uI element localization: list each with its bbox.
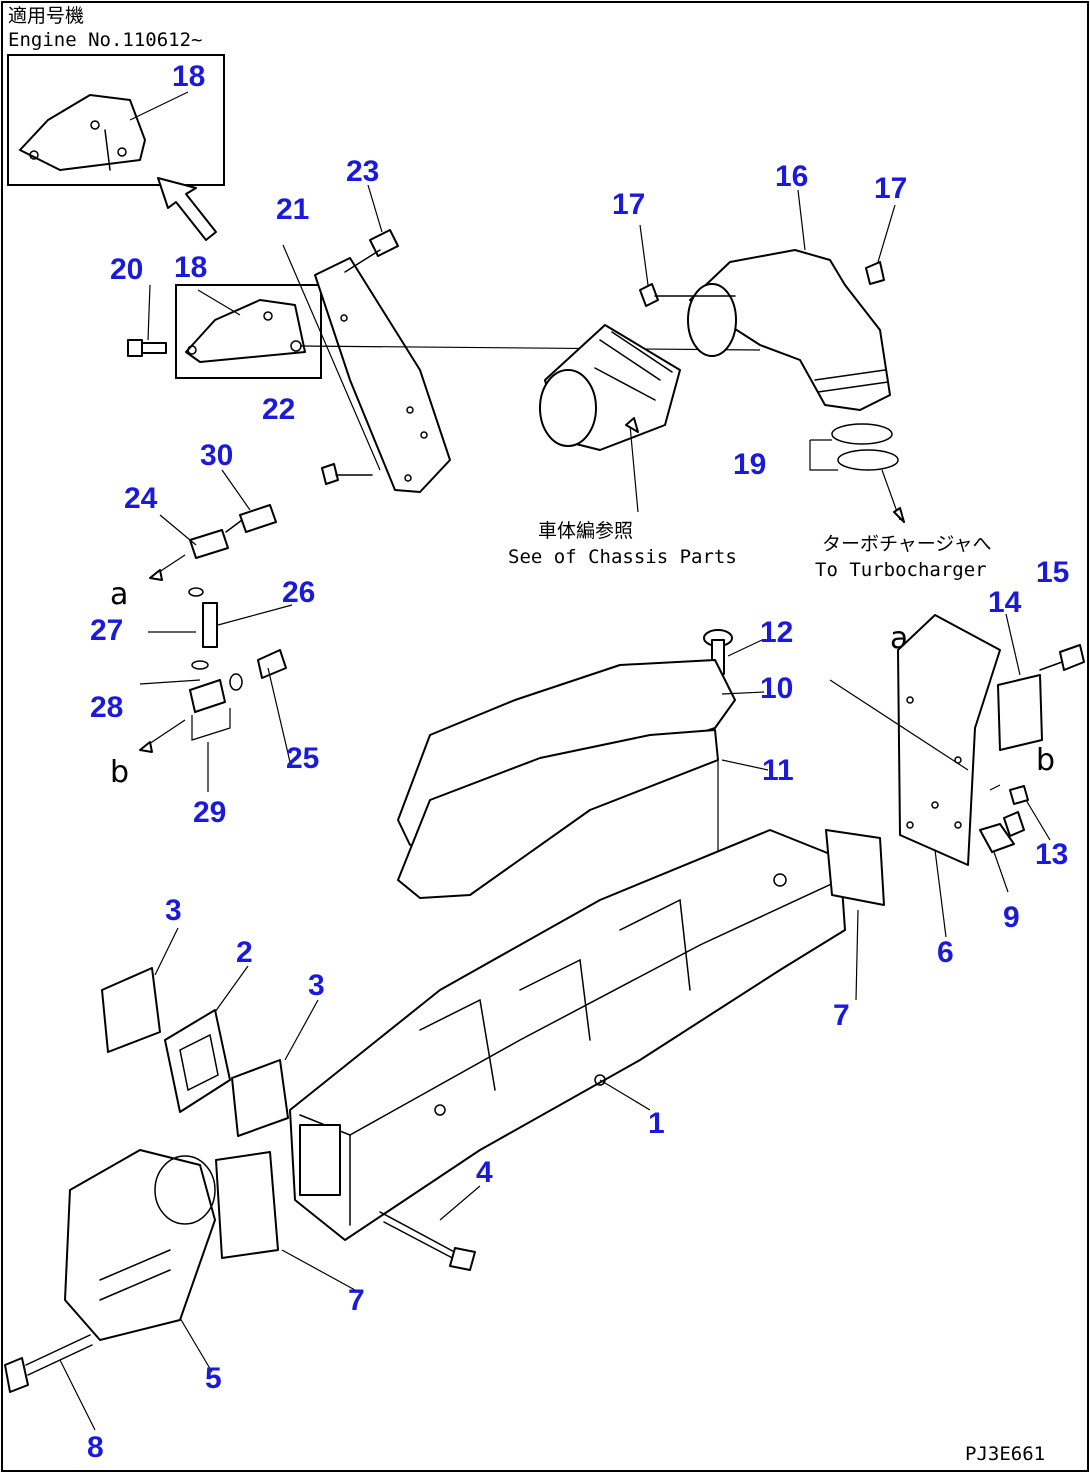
chassis-note-jp: 車体編参照: [538, 520, 633, 542]
part-17-clip-a: [639, 283, 659, 307]
applicable-serial-label-en: Engine No.110612~: [8, 29, 202, 51]
part-2-plate: [164, 1009, 231, 1113]
ref-letter-b-left: b: [110, 755, 129, 790]
part-20-bolt: [127, 339, 167, 357]
callout-7-left: 7: [348, 1284, 365, 1317]
part-14-block: [997, 674, 1043, 751]
callout-15: 15: [1036, 556, 1069, 589]
part-1-intake-manifold: [289, 829, 846, 1241]
part-11-gasket: [397, 729, 719, 899]
callout-5: 5: [205, 1362, 222, 1395]
callout-14: 14: [988, 586, 1022, 619]
callout-23: 23: [346, 155, 379, 188]
callout-10: 10: [760, 672, 793, 705]
callout-17-right: 17: [874, 172, 907, 205]
ref-letter-b-right: b: [1036, 743, 1055, 778]
part-8-bolt: [4, 1334, 93, 1393]
callout-16: 16: [775, 160, 808, 193]
callout-24: 24: [124, 482, 158, 515]
part-18-box: [175, 284, 322, 379]
callout-17-left: 17: [612, 188, 645, 221]
callout-3-upper: 3: [165, 894, 182, 927]
callout-30: 30: [200, 439, 233, 472]
part-17-clip-b: [865, 261, 885, 285]
inset-detail-box: [7, 54, 225, 186]
part-9-fitting: [979, 811, 1025, 853]
part-16-elbow: [687, 249, 891, 411]
callout-26: 26: [282, 576, 315, 609]
part-18-bracket: [185, 299, 306, 363]
callout-25: 25: [286, 742, 319, 775]
callout-21: 21: [276, 193, 309, 226]
chassis-note-en: See of Chassis Parts: [508, 546, 737, 568]
callout-6: 6: [937, 936, 954, 969]
callout-19: 19: [733, 448, 766, 481]
part-19-oring-b: [837, 449, 899, 471]
part-3-gasket-lower: [231, 1059, 289, 1137]
chassis-hose: [539, 324, 681, 451]
callout-3-lower: 3: [308, 969, 325, 1002]
callout-8: 8: [87, 1431, 104, 1464]
part-3-gasket-upper: [101, 967, 161, 1053]
callout-1: 1: [648, 1107, 665, 1140]
callout-22: 22: [262, 393, 295, 426]
part-22-nut: [321, 463, 339, 485]
ref-letter-a-left: a: [110, 577, 128, 612]
callout-9: 9: [1003, 901, 1020, 934]
callout-18-inset: 18: [172, 60, 205, 93]
turbo-note-en: To Turbocharger: [815, 559, 987, 581]
parts-24-30-group: [139, 504, 287, 753]
part-21-bracket: [314, 257, 451, 493]
callout-18-main: 18: [174, 251, 207, 284]
callout-20: 20: [110, 253, 143, 286]
callout-12: 12: [760, 616, 793, 649]
callout-27: 27: [90, 614, 123, 647]
part-23-bolt: [344, 229, 399, 273]
callout-11: 11: [762, 754, 794, 787]
turbo-note-jp: ターボチャージャへ: [822, 533, 991, 555]
part-7-gasket-left: [215, 1151, 279, 1259]
part-19-oring-a: [831, 423, 893, 445]
callout-29: 29: [193, 796, 226, 829]
callout-28: 28: [90, 691, 123, 724]
part-13-plug: [1009, 785, 1029, 805]
callout-2: 2: [236, 936, 253, 969]
callout-13: 13: [1035, 838, 1068, 871]
drawing-code: PJ3E661: [965, 1443, 1045, 1465]
part-15-bolt: [1039, 644, 1085, 671]
part-6-plate: [897, 614, 1001, 866]
callout-4: 4: [476, 1156, 493, 1189]
callout-7-right: 7: [833, 999, 850, 1032]
part-5-elbow: [64, 1149, 216, 1341]
inset-arrow: [157, 177, 217, 241]
part-7-gasket-right: [825, 829, 885, 906]
part-4-bolt: [379, 1211, 476, 1271]
applicable-serial-label-jp: 適用号機: [8, 5, 84, 27]
